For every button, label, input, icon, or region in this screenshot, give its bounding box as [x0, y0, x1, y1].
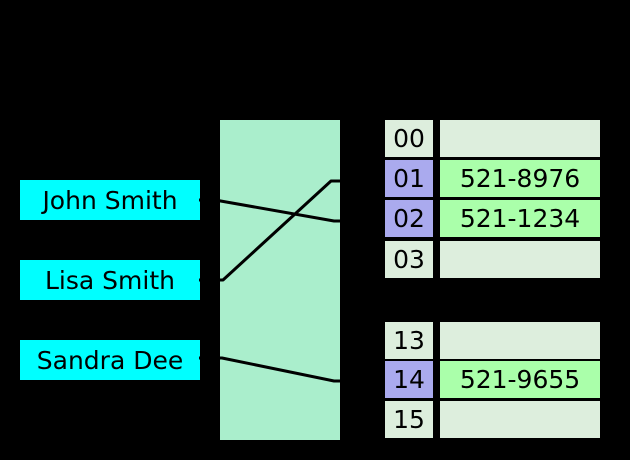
bucket-index-14: 14: [385, 361, 433, 398]
key-label-lisa-smith: Lisa Smith: [45, 265, 175, 295]
bucket-index-02-label: 02: [393, 204, 425, 233]
bucket-value-15: [440, 401, 600, 438]
bucket-index-01: 01: [385, 160, 433, 197]
bucket-value-14: 521-9655: [440, 361, 600, 398]
bucket-index-01-label: 01: [393, 164, 425, 193]
bucket-index-03: 03: [385, 241, 433, 278]
bucket-index-00-label: 00: [393, 124, 425, 153]
bucket-index-00: 00: [385, 120, 433, 157]
mapping-line-sandra-dee-to-14: [199, 356, 388, 383]
bucket-index-13-label: 13: [393, 326, 425, 355]
bucket-index-13: 13: [385, 322, 433, 359]
bucket-value-03: [440, 241, 600, 278]
bucket-value-00: [440, 120, 600, 157]
bucket-value-02: 521-1234: [440, 200, 600, 237]
bucket-index-14-label: 14: [393, 365, 425, 394]
bucket-index-02: 02: [385, 200, 433, 237]
key-box-john-smith: John Smith: [20, 180, 200, 220]
bucket-value-14-text: 521-9655: [459, 365, 581, 394]
bucket-index-15: 15: [385, 401, 433, 438]
bucket-value-01-text: 521-8976: [459, 164, 581, 193]
mapping-line-john-smith-to-02: [199, 198, 388, 223]
bucket-value-02-text: 521-1234: [459, 204, 581, 233]
key-box-lisa-smith: Lisa Smith: [20, 260, 200, 300]
bucket-index-15-label: 15: [393, 405, 425, 434]
bucket-index-03-label: 03: [393, 245, 425, 274]
hash-function-box: [220, 120, 340, 440]
key-label-sandra-dee: Sandra Dee: [36, 345, 184, 375]
bucket-value-01: 521-8976: [440, 160, 600, 197]
mapping-line-lisa-smith-to-01: [199, 179, 388, 282]
key-box-sandra-dee: Sandra Dee: [20, 340, 200, 380]
bucket-value-13: [440, 322, 600, 359]
key-label-john-smith: John Smith: [42, 185, 178, 215]
